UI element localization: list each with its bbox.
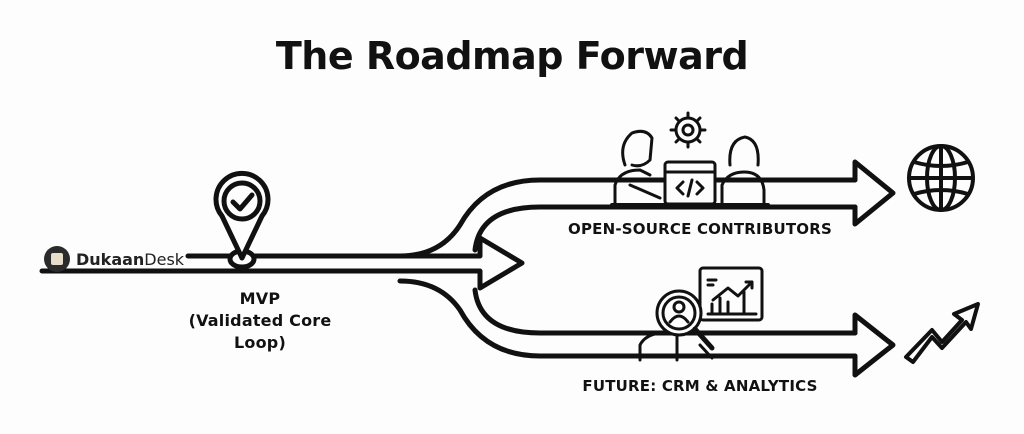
upper-arrowhead bbox=[852, 159, 896, 227]
location-pin-check-icon bbox=[213, 170, 271, 270]
globe-icon bbox=[907, 144, 975, 212]
people-collaborating-code-icon bbox=[610, 111, 770, 207]
main-path-bottom bbox=[397, 278, 858, 359]
lower-arrowhead bbox=[852, 312, 896, 378]
mvp-title: MVP bbox=[239, 289, 281, 308]
trending-up-arrow-icon bbox=[904, 302, 980, 364]
main-path-top bbox=[185, 177, 858, 259]
brand-name: DukaanDesk bbox=[76, 249, 185, 269]
future-label: FUTURE: CRM & ANALYTICS bbox=[582, 377, 818, 395]
main-arrow-top bbox=[39, 235, 525, 291]
open-source-label: OPEN-SOURCE CONTRIBUTORS bbox=[568, 220, 832, 238]
mvp-label: MVP (Validated Core Loop) bbox=[170, 288, 350, 354]
brand: DukaanDesk bbox=[44, 245, 184, 273]
mvp-subtitle: (Validated Core Loop) bbox=[188, 311, 332, 352]
person-magnifier-analytics-icon bbox=[638, 266, 764, 362]
notebook-logo-icon bbox=[44, 246, 70, 272]
page-title: The Roadmap Forward bbox=[275, 34, 749, 78]
upper-branch-inner bbox=[472, 204, 858, 336]
